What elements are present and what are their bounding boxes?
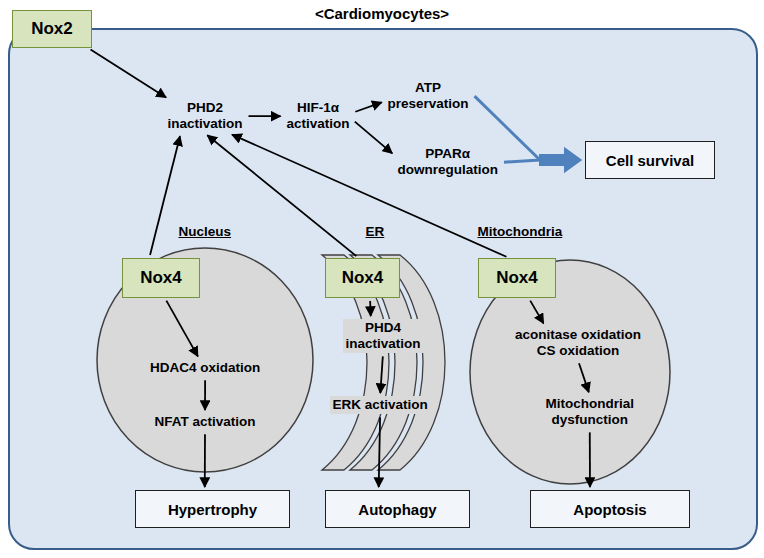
connector-line: [589, 432, 591, 487]
block-arrow: [539, 147, 582, 173]
outcome-box: Cell survival: [585, 141, 715, 179]
process-text: NFAT activation: [152, 413, 259, 431]
connector: [355, 122, 392, 154]
connector-line: [232, 135, 506, 257]
connector: [530, 301, 543, 324]
block-arrow: [539, 147, 582, 173]
enzyme-label: Nox2: [31, 19, 73, 39]
process-label: aconitase oxidation: [515, 327, 641, 343]
outcome-label: Hypertrophy: [168, 501, 257, 518]
process-text: Mitochondrial dysfunction: [543, 395, 638, 429]
connector: [166, 301, 197, 357]
connector-line: [380, 356, 382, 393]
outcome-label: Cell survival: [606, 152, 694, 169]
connector-line: [504, 160, 540, 162]
enzyme-box: Nox2: [12, 10, 92, 48]
process-text: PHD2 inactivation: [165, 99, 246, 133]
connector-line: [475, 96, 540, 160]
connector: [232, 135, 506, 257]
connector-line: [355, 102, 381, 111]
connector: [355, 102, 381, 111]
process-label: ERK activation: [333, 397, 428, 413]
process-text: ERK activation: [330, 396, 431, 414]
connector-line: [369, 301, 371, 316]
enzyme-label: Nox4: [342, 268, 384, 288]
connector: [380, 356, 382, 393]
connector-line: [150, 136, 180, 255]
connector-line: [204, 380, 206, 410]
connector-line: [204, 434, 206, 487]
connector: [475, 96, 582, 173]
connector: [249, 116, 281, 117]
connector-line: [166, 301, 197, 357]
process-text: PPARα downregulation: [395, 145, 502, 179]
connector: [205, 380, 206, 410]
process-label: HIF-1α activation: [287, 100, 350, 132]
connector: [589, 432, 590, 487]
mitochondria-shape: MitochondriaNox4 aconitase oxidationCS ox…: [468, 222, 674, 487]
process-text: aconitase oxidationCS oxidation: [512, 326, 644, 360]
process-text: ATP preservation: [385, 79, 472, 113]
enzyme-box: Nox4: [122, 258, 200, 298]
connector-line: [249, 115, 281, 117]
connector-line: [91, 50, 166, 98]
connector: [150, 136, 180, 255]
connector: [91, 50, 166, 98]
organelle-heading: Nucleus: [179, 224, 232, 240]
title: <Cardiomyocytes>: [0, 0, 764, 22]
connector-line: [530, 301, 543, 324]
connector: [207, 135, 356, 256]
enzyme-label: Nox4: [496, 268, 538, 288]
enzyme-box: Nox4: [478, 258, 556, 298]
process-label: ATP preservation: [388, 80, 469, 112]
process-label: PHD4 inactivation: [346, 320, 421, 352]
connector: [370, 301, 372, 316]
connector: [579, 363, 589, 392]
connector-line: [379, 417, 380, 487]
process-label: PPARα downregulation: [398, 146, 499, 178]
process-label: NFAT activation: [155, 414, 256, 430]
process-text: HIF-1α activation: [284, 99, 353, 133]
connector-line: [579, 363, 589, 392]
organelle-heading: ER: [366, 224, 385, 240]
process-label: CS oxidation: [515, 343, 641, 359]
outcome-label: Apoptosis: [573, 501, 646, 518]
connector-line: [355, 122, 392, 154]
process-text: PHD4 inactivation: [343, 319, 424, 353]
process-label: PHD2 inactivation: [168, 100, 243, 132]
process-text: HDAC4 oxidation: [147, 359, 263, 377]
connector: [379, 417, 380, 487]
er-shape: ER Nox4PHD4 inactivationERK activation: [320, 222, 480, 472]
organelle-heading: Mitochondria: [478, 224, 563, 240]
enzyme-label: Nox4: [140, 268, 182, 288]
connector: [504, 147, 582, 173]
enzyme-box: Nox4: [325, 258, 400, 298]
outcome-box: Hypertrophy: [135, 490, 290, 528]
process-label: Mitochondrial dysfunction: [546, 396, 635, 428]
outcome-box: Apoptosis: [530, 490, 690, 528]
connector: [204, 434, 205, 487]
process-label: HDAC4 oxidation: [150, 360, 260, 376]
outcome-box: Autophagy: [325, 490, 470, 528]
outcome-label: Autophagy: [358, 501, 436, 518]
connector-line: [207, 135, 356, 256]
nucleus-shape: NucleusNox4HDAC4 oxidationNFAT activatio…: [95, 222, 317, 474]
